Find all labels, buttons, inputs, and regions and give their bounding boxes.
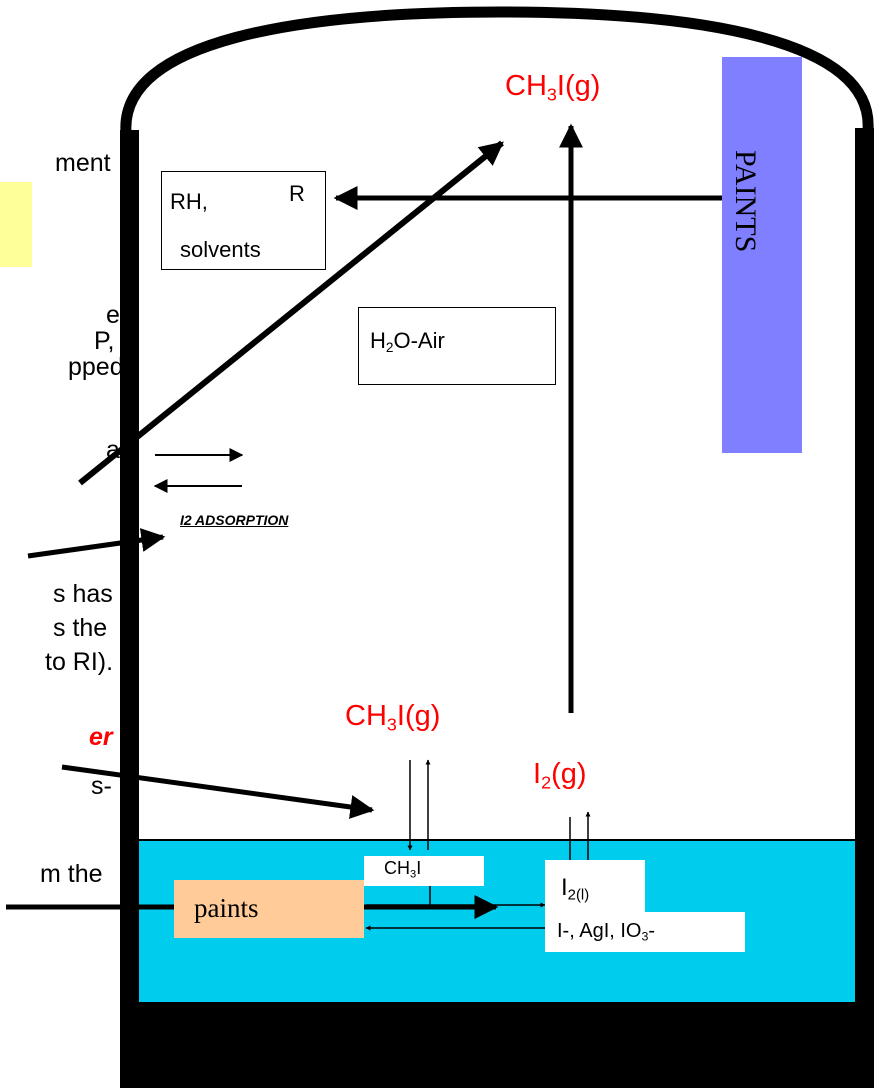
ions-tail: - [648,920,656,942]
h2o-tail: O-Air [393,328,445,353]
arrow-i2-adsorption [27,528,166,559]
ch3i-liquid-box [364,856,484,886]
i2-adsorption-label: I2 ADSORPTION [180,512,289,528]
tank-dome [120,6,874,133]
i2g-main: I [533,758,542,790]
i2l-sub: 2(l) [567,887,590,904]
ions-label: I-, AgI, IO3- [557,919,655,943]
rh-label: RH, [170,189,208,214]
i2-liquid-box [545,860,645,912]
ch3i-gas-mid: CH3I(g) [345,700,441,735]
left-text-10: s- [91,772,112,800]
ch3i-liq-main: CH [384,858,410,878]
left-text-4: pped [68,353,124,381]
i2-gas: I2(g) [533,758,587,793]
highlight-box [0,182,32,267]
tank-right-wall [855,128,874,1028]
left-text-11: m the [40,860,103,888]
ch3i-mid-sub: 3 [386,714,397,735]
i2-liquid-label: I2(l) [561,874,590,904]
paints-bar [722,57,802,453]
ch3i-top-tail: I(g) [556,70,601,102]
left-text-6: s has [53,580,113,608]
ch3i-mid-main: CH [345,700,387,732]
i2g-sub: 2 [541,772,552,793]
paints-liquid-label: paints [194,893,259,923]
ch3i-liq-tail: I [416,858,422,878]
solvents-label: solvents [180,237,261,262]
h2o-sub: 2 [385,340,394,356]
ch3i-top-main: CH [505,70,547,102]
left-text-2: e [106,301,120,329]
water-surface-line [139,839,874,841]
h2o-air-box [358,307,556,385]
ch3i-liq-sub: 3 [410,868,417,881]
ch3i-mid-tail: I(g) [396,700,441,732]
left-text-1: ment [55,149,111,177]
ch3i-gas-top: CH3I(g) [505,70,601,105]
tank-left-wall [120,130,139,1030]
ch3i-top-sub: 3 [546,84,557,105]
ions-main: I-, AgI, IO [557,920,642,942]
rh-solvents-box [161,171,326,270]
left-text-7: s the [53,614,108,642]
tank-floor [120,1002,874,1088]
ions-sub: 3 [641,929,649,944]
i2l-main: I [561,874,568,901]
ions-box [545,912,745,952]
h2o-main: H [370,328,386,353]
left-text-3: P, [94,327,115,355]
rh-r-label: R [289,181,305,206]
i2g-tail: (g) [551,758,587,790]
h2o-air-label: H2O-Air [370,327,445,355]
paints-bar-label: PAINTS [729,150,762,253]
paints-liquid-box [174,880,364,938]
left-text-8: to RI). [45,648,114,676]
left-text-9: er [89,723,113,751]
arrow-ch3i-mid [61,764,375,819]
ch3i-liquid-label: CH3I [384,857,422,881]
